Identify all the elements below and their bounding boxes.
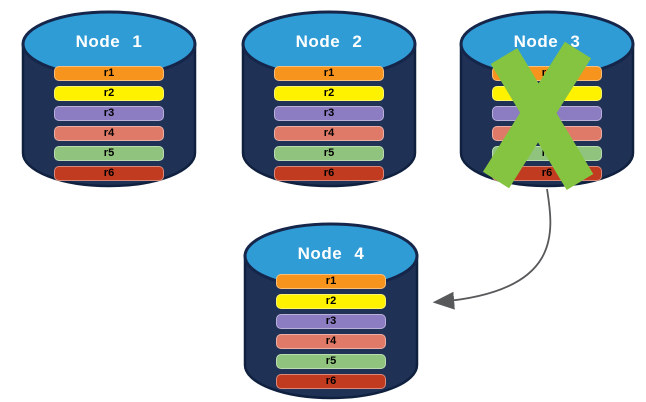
row-r6: r6 [274, 166, 384, 181]
row-label: r2 [325, 295, 337, 307]
row-r6: r6 [54, 166, 164, 181]
row-r4: r4 [276, 334, 386, 349]
row-r5: r5 [54, 146, 164, 161]
row-label: r4 [103, 127, 115, 139]
row-label: r3 [325, 315, 337, 327]
row-r1: r1 [54, 66, 164, 81]
node-title: Node 4 [297, 244, 365, 263]
row-list: r1 r2 r3 r4 r5 r6 [54, 66, 164, 186]
row-r5: r5 [276, 354, 386, 369]
row-list: r1 r2 r3 r4 r5 r6 [276, 274, 386, 394]
row-label: r6 [325, 375, 337, 387]
row-label: r5 [323, 147, 335, 159]
row-r2: r2 [276, 294, 386, 309]
row-label: r1 [325, 275, 337, 287]
row-label: r3 [103, 107, 115, 119]
row-label: r2 [323, 87, 335, 99]
node-title: Node 2 [295, 32, 363, 51]
row-label: r3 [323, 107, 335, 119]
row-label: r4 [325, 335, 337, 347]
row-label: r6 [323, 167, 335, 179]
row-list: r1 r2 r3 r4 r5 r6 [274, 66, 384, 186]
node-2: Node 2 r1 r2 r3 r4 r5 r6 [240, 6, 418, 190]
node-title: Node 1 [75, 32, 143, 51]
arrow-path [432, 188, 552, 310]
row-label: r2 [103, 87, 115, 99]
x-stroke [482, 41, 592, 189]
row-label: r1 [103, 67, 115, 79]
row-label: r6 [541, 167, 553, 179]
row-r3: r3 [276, 314, 386, 329]
row-label: r5 [103, 147, 115, 159]
row-r4: r4 [54, 126, 164, 141]
row-label: r4 [323, 127, 335, 139]
row-r5: r5 [274, 146, 384, 161]
row-r3: r3 [274, 106, 384, 121]
row-r3: r3 [54, 106, 164, 121]
node-3: Node 3 r1 r2 r3 r4 r5 r6 [458, 6, 636, 191]
row-label: r6 [103, 167, 115, 179]
row-r1: r1 [274, 66, 384, 81]
node-1: Node 1 r1 r2 r3 r4 r5 r6 [20, 6, 198, 190]
row-r2: r2 [274, 86, 384, 101]
row-r6: r6 [276, 374, 386, 389]
row-label: r5 [325, 355, 337, 367]
node-4: Node 4 r1 r2 r3 r4 r5 r6 [242, 218, 420, 402]
failure-x-icon [482, 41, 594, 191]
row-r2: r2 [54, 86, 164, 101]
row-label: r1 [323, 67, 335, 79]
row-r4: r4 [274, 126, 384, 141]
row-r1: r1 [276, 274, 386, 289]
